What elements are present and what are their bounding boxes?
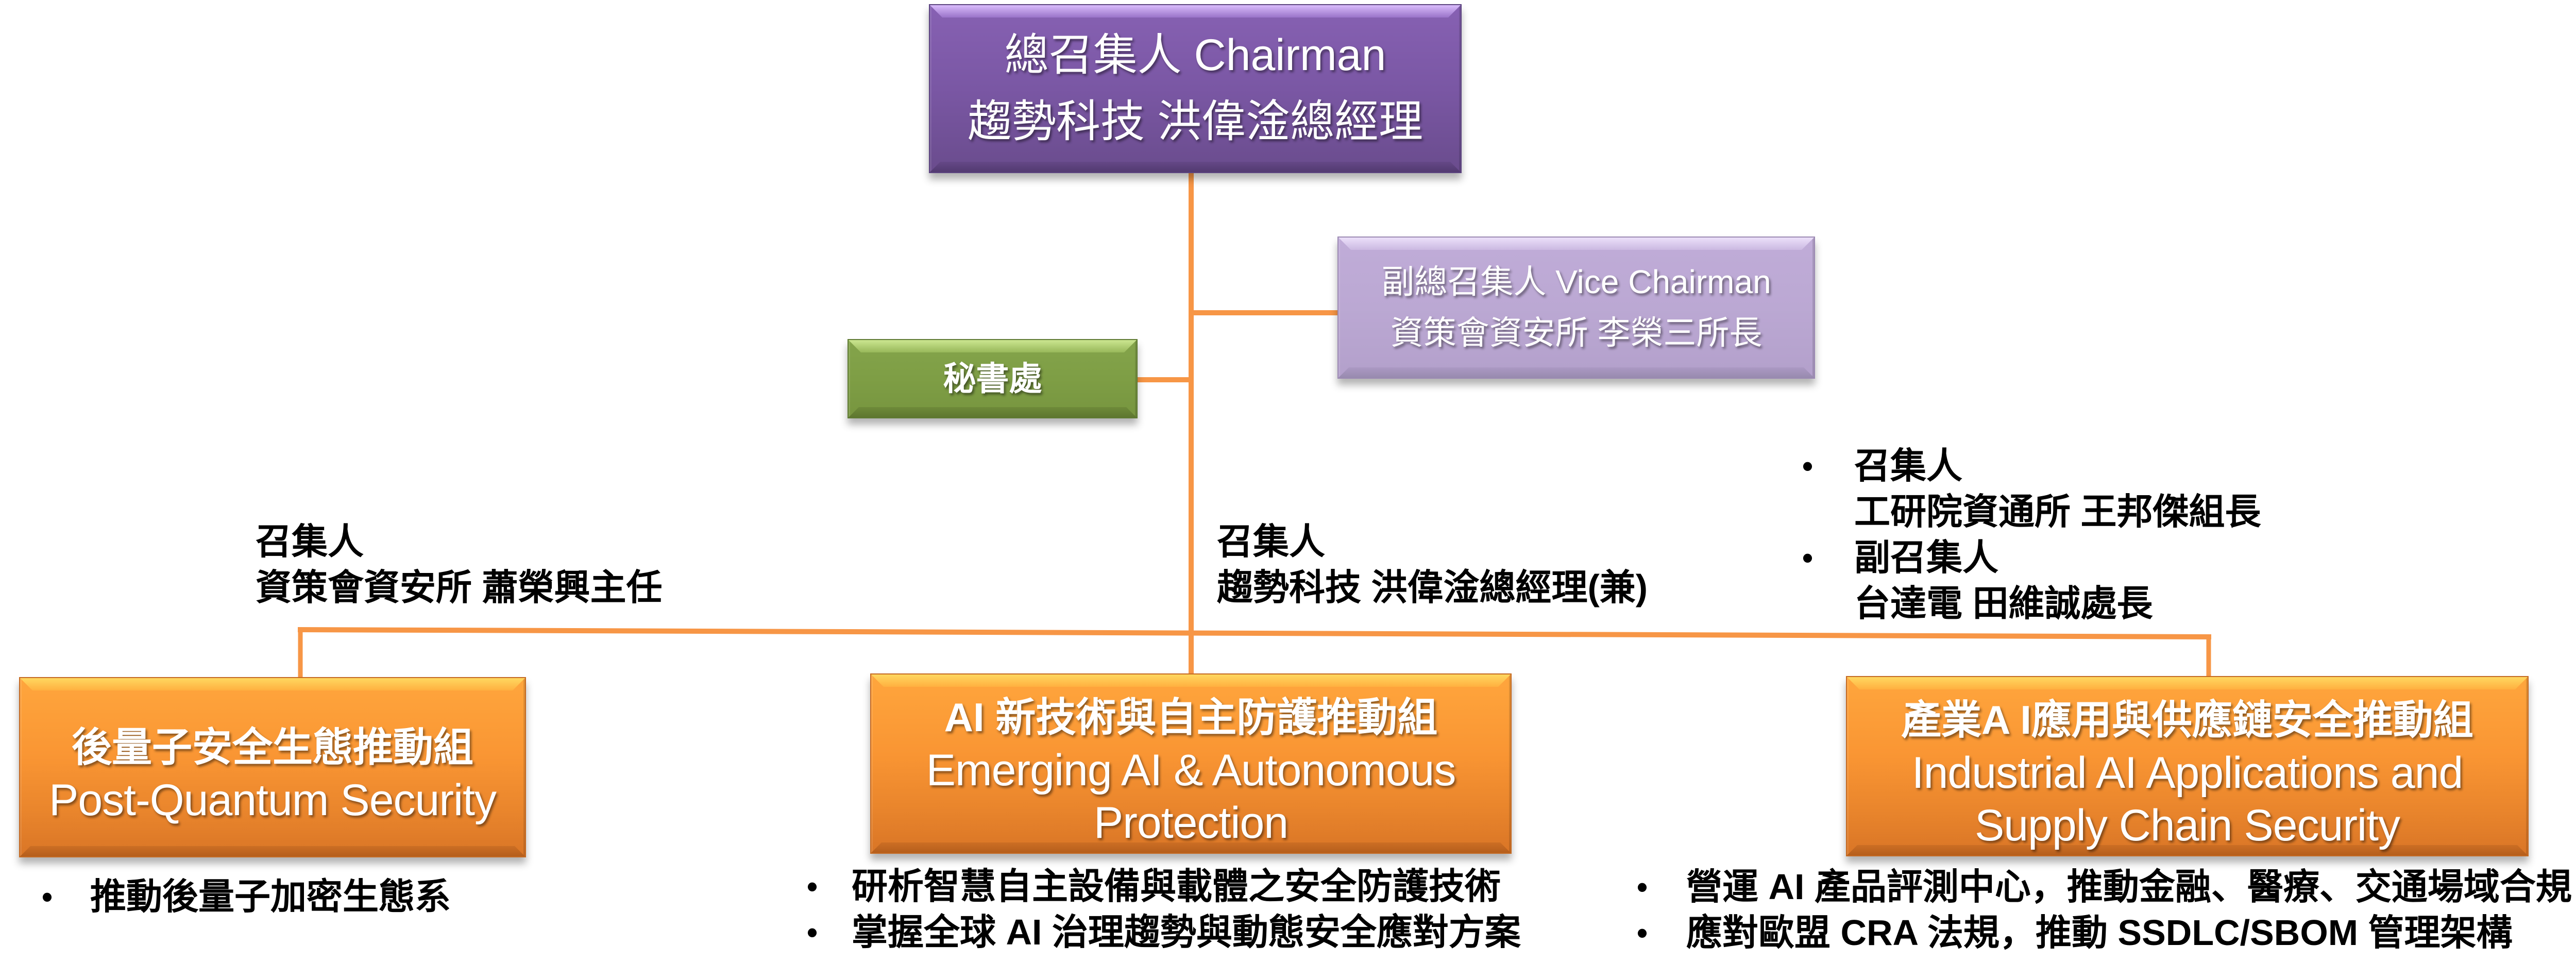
vice-convener-role-text: 副召集人 (1854, 537, 1998, 578)
chairman-name: 趨勢科技 洪偉淦總經理 (968, 97, 1423, 146)
convener-name-text: 趨勢科技 洪偉淦總經理(兼) (1217, 567, 1648, 607)
convener-role-text: 召集人 (1217, 521, 1325, 562)
group-1-task-list: • 研析智慧自主設備與載體之安全防護技術 • 掌握全球 AI 治理趨勢與動態安全… (807, 864, 1580, 955)
task-item: • 應對歐盟 CRA 法規，推動 SSDLC/SBOM 管理架構 (1637, 910, 2576, 956)
task-text: 掌握全球 AI 治理趨勢與動態安全應對方案 (852, 912, 1521, 952)
bullet-icon: • (807, 915, 818, 950)
convener-name: 工研院資通所 王邦傑組長 (1802, 489, 2420, 535)
group-2-task-list: • 營運 AI 產品評測中心，推動金融、醫療、交通場域合規 • 應對歐盟 CRA… (1637, 864, 2576, 956)
group-title-zh: 產業A I應用與供應鏈安全推動組 (1901, 697, 2473, 742)
group-0-task-list: • 推動後量子加密生態系 (42, 874, 608, 920)
group-title-en: Post-Quantum Security (48, 775, 497, 825)
group-2-conveners: • 召集人 工研院資通所 王邦傑組長 • 副召集人 台達電 田維誠處長 (1802, 443, 2420, 627)
vice-chairman-title: 副總召集人 Vice Chairman (1381, 263, 1771, 300)
secretariat-node: 秘書處 (848, 339, 1138, 418)
convener-list-item: • 副召集人 (1802, 535, 2420, 581)
group-node-industrial-ai: 產業A I應用與供應鏈安全推動組 Industrial AI Applicati… (1846, 676, 2529, 856)
task-item: • 掌握全球 AI 治理趨勢與動態安全應對方案 (807, 909, 1580, 955)
group-title-zh: 後量子安全生態推動組 (71, 724, 473, 770)
group-title-en-line-1: Industrial AI Applications and (1911, 748, 2464, 798)
task-text: 研析智慧自主設備與載體之安全防護技術 (852, 866, 1501, 906)
bullet-icon: • (1802, 449, 1814, 483)
task-text: 應對歐盟 CRA 法規，推動 SSDLC/SBOM 管理架構 (1686, 913, 2513, 953)
convener-role-text: 召集人 (1854, 446, 1962, 486)
convener-name-text: 資策會資安所 蕭榮興主任 (256, 567, 663, 607)
secretariat-label: 秘書處 (943, 360, 1042, 397)
task-item: • 推動後量子加密生態系 (42, 874, 608, 920)
convener-role-text: 召集人 (256, 521, 364, 562)
vice-chairman-name: 資策會資安所 李榮三所長 (1390, 314, 1762, 351)
task-text: 推動後量子加密生態系 (90, 876, 451, 917)
bullet-icon: • (1637, 916, 1648, 950)
convener-name-text: 工研院資通所 王邦傑組長 (1854, 492, 2261, 532)
chairman-node: 總召集人 Chairman 趨勢科技 洪偉淦總經理 (929, 4, 1462, 173)
group-title-zh: AI 新技術與自主防護推動組 (944, 695, 1438, 740)
task-item: • 研析智慧自主設備與載體之安全防護技術 (807, 864, 1580, 909)
vice-chairman-node: 副總召集人 Vice Chairman 資策會資安所 李榮三所長 (1337, 237, 1815, 379)
group-node-emerging-ai: AI 新技術與自主防護推動組 Emerging AI & Autonomous … (870, 673, 1512, 854)
bullet-icon: • (1802, 541, 1814, 575)
task-text: 營運 AI 產品評測中心，推動金融、醫療、交通場域合規 (1686, 867, 2572, 907)
group-node-post-quantum: 後量子安全生態推動組 Post-Quantum Security (19, 677, 526, 857)
task-item: • 營運 AI 產品評測中心，推動金融、醫療、交通場域合規 (1637, 864, 2576, 910)
bullet-icon: • (807, 869, 818, 904)
group-title-en-line-2: Supply Chain Security (1974, 801, 2400, 850)
bullet-icon: • (42, 880, 53, 914)
chairman-title: 總召集人 Chairman (1004, 30, 1386, 80)
bullet-icon: • (1637, 870, 1648, 904)
group-title-en-line-1: Emerging AI & Autonomous (926, 746, 1456, 795)
vice-convener-name-text: 台達電 田維誠處長 (1854, 583, 2153, 623)
convener-list-item: • 召集人 (1802, 443, 2420, 489)
vice-convener-name: 台達電 田維誠處長 (1802, 581, 2420, 627)
group-title-en-line-2: Protection (1093, 798, 1289, 848)
connector-group-bus (297, 627, 2212, 639)
